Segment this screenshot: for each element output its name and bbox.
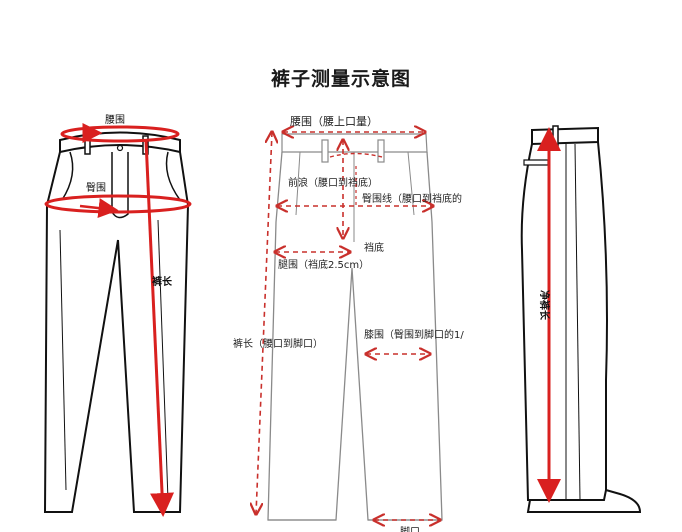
left-crease	[157, 219, 169, 501]
center-waist-label: 腰围（腰上口量）	[290, 115, 378, 128]
center-knee-label: 膝围（臀围到脚口的1/	[364, 328, 464, 341]
center-trousers-figure: 腰围（腰上口量） 前浪（腰口到裆底） 臀围线（腰口到裆底的 裆底 腿围（裆底2.…	[233, 115, 464, 532]
right-trousers-figure: 净裤长	[520, 125, 642, 513]
left-fly	[111, 152, 129, 219]
center-belt-loop	[321, 139, 329, 163]
right-net-length-label: 净裤长	[538, 290, 551, 321]
center-thigh-label: 腿围（裆底2.5cm）	[278, 258, 369, 271]
center-crotch-label: 裆底	[364, 241, 384, 254]
left-waist-measure	[60, 125, 180, 143]
right-belt-loop	[552, 125, 559, 147]
right-shoe	[526, 488, 642, 513]
left-hip-label: 臀围	[86, 182, 106, 194]
diagram-title: 裤子测量示意图	[270, 68, 411, 90]
right-trousers-outline	[520, 141, 608, 501]
center-belt-loop	[377, 139, 385, 163]
center-hem-label: 脚口	[400, 525, 420, 532]
left-pocket	[61, 151, 74, 201]
center-hip-line-label: 臀围线（腰口到裆底的	[362, 192, 462, 205]
left-pocket	[165, 151, 181, 201]
left-waist-label: 腰围	[105, 114, 125, 126]
center-front-rise-label: 前浪（腰口到裆底）	[288, 176, 378, 189]
right-pocket	[523, 159, 549, 166]
left-crease	[59, 229, 67, 491]
center-outseam-measure	[256, 132, 272, 514]
right-crease	[574, 143, 581, 501]
left-trousers-figure: 腰围 臀围 裤长	[43, 114, 192, 517]
left-hip-measure	[44, 194, 192, 214]
center-waist-curve	[329, 152, 383, 158]
center-outseam-label: 裤长（腰口到脚口）	[233, 337, 323, 350]
left-length-label: 裤长	[152, 275, 173, 288]
left-trousers-outline	[43, 151, 190, 513]
center-waistband	[281, 133, 428, 153]
right-waistband	[531, 126, 599, 146]
left-button	[116, 144, 124, 152]
left-hip-arrow	[79, 198, 119, 219]
left-length-measure	[144, 139, 175, 517]
